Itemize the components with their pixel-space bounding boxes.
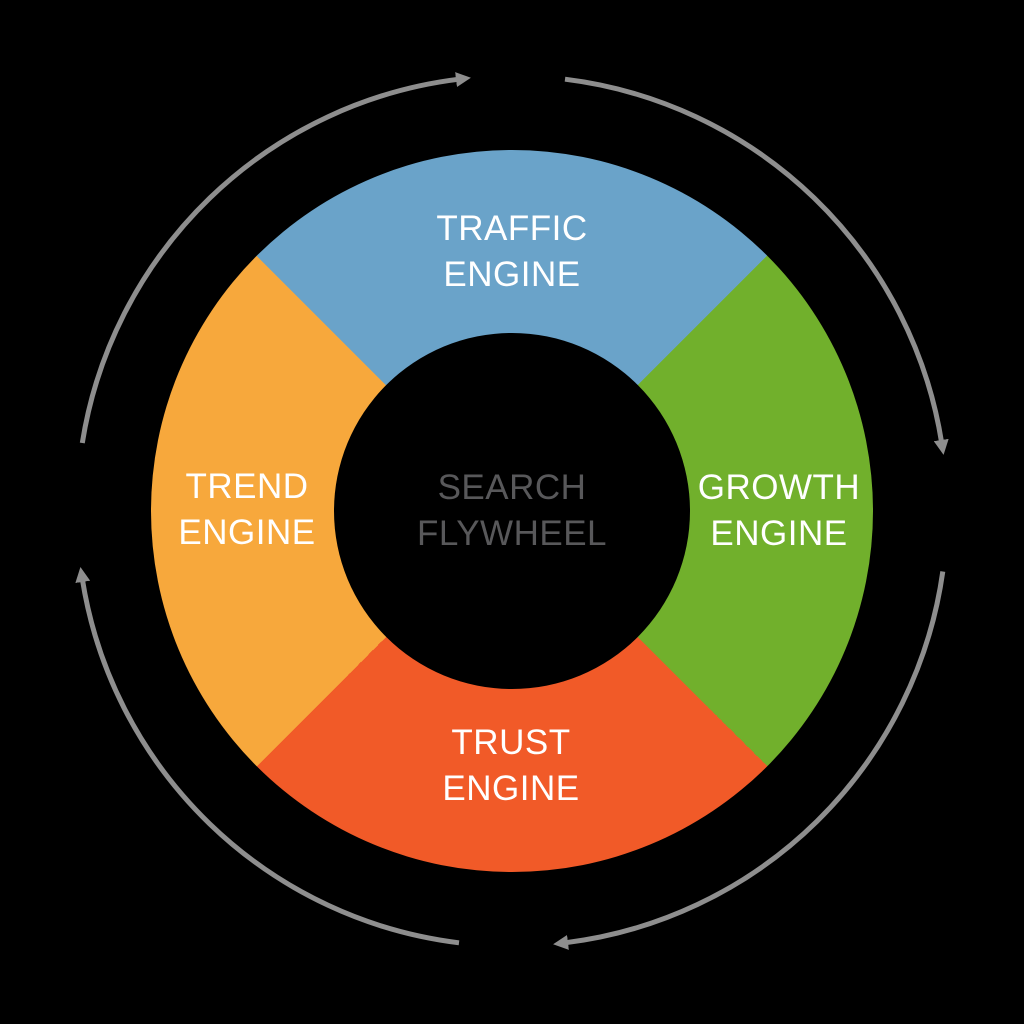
- segment-label-growth-engine: GROWTH ENGINE: [698, 465, 860, 557]
- segment-label-line: TRUST: [451, 723, 571, 762]
- segment-label-line: ENGINE: [178, 513, 316, 552]
- segment-label-line: GROWTH: [697, 468, 861, 507]
- center-label-line: FLYWHEEL: [416, 514, 608, 553]
- flywheel-center-label: SEARCH FLYWHEEL: [417, 465, 607, 557]
- segment-label-trust-engine: TRUST ENGINE: [442, 720, 579, 812]
- segment-label-trend-engine: TREND ENGINE: [178, 464, 315, 556]
- segment-label-line: ENGINE: [443, 255, 581, 294]
- segment-label-line: TREND: [185, 467, 309, 506]
- segment-label-line: ENGINE: [710, 514, 848, 553]
- segment-label-line: ENGINE: [442, 769, 580, 808]
- segment-label-traffic-engine: TRAFFIC ENGINE: [436, 206, 587, 298]
- center-label-line: SEARCH: [437, 468, 587, 507]
- segment-label-line: TRAFFIC: [436, 209, 588, 248]
